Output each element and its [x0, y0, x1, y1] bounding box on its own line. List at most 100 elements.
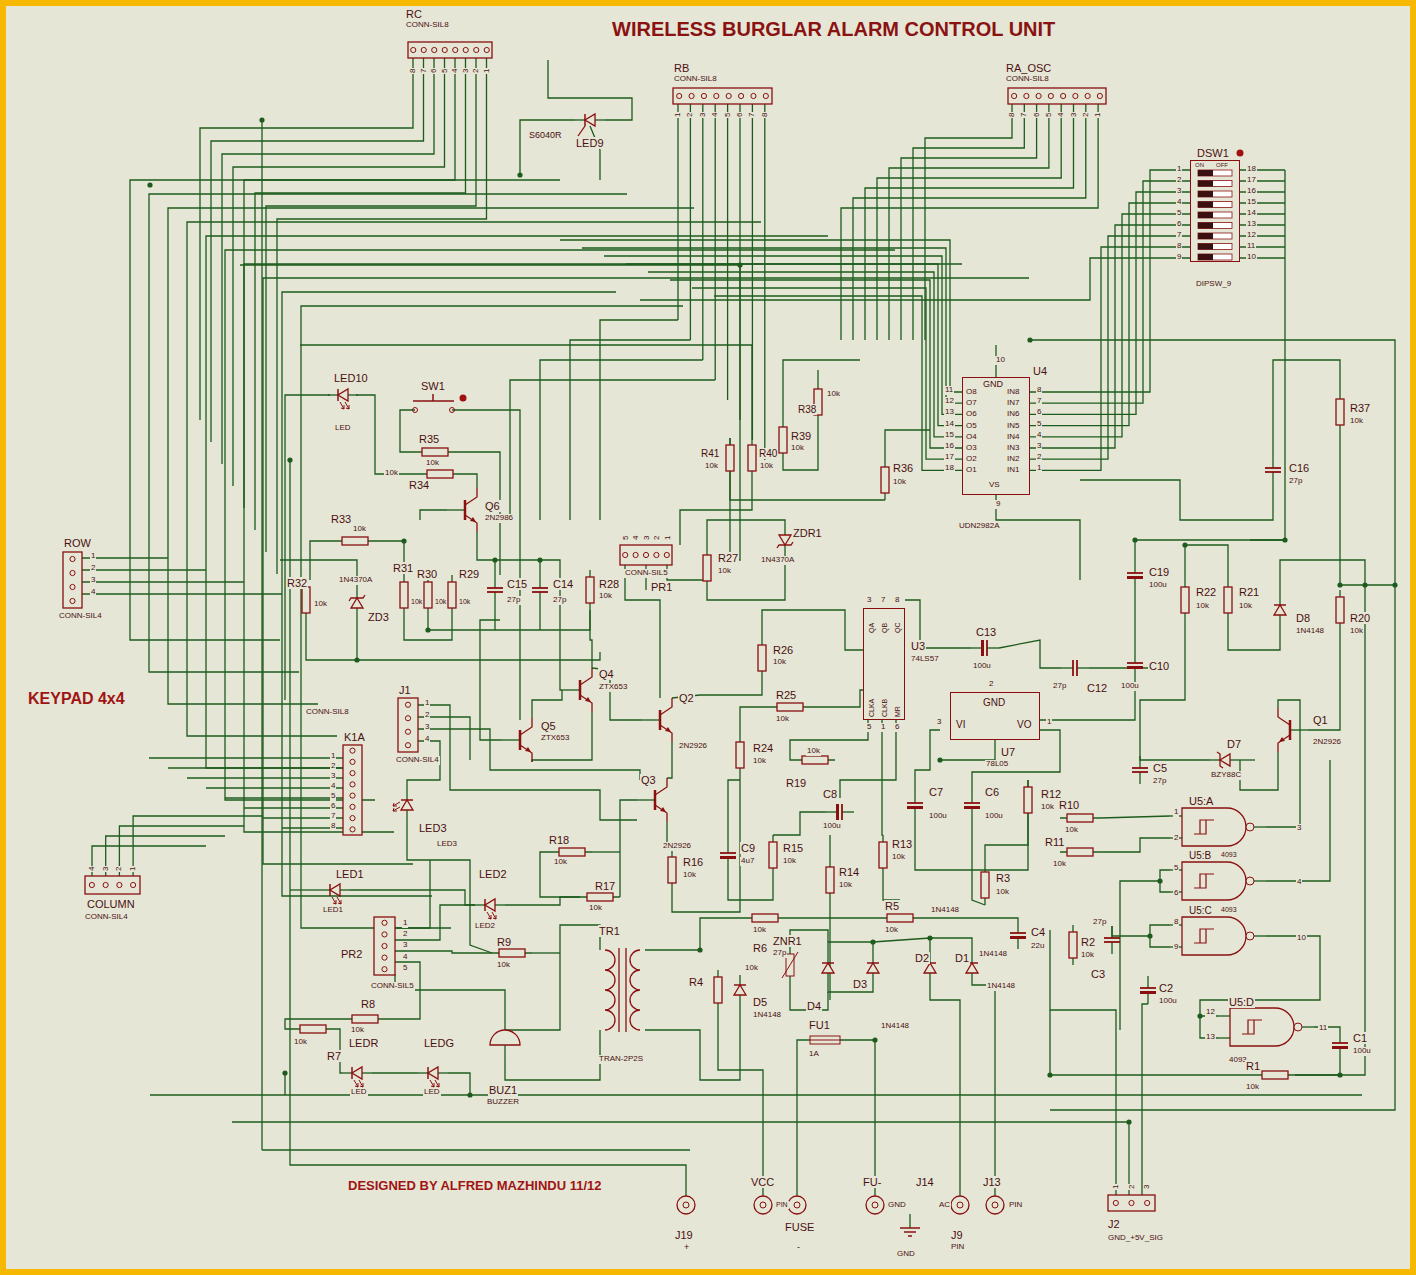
part-label: LED10	[333, 372, 369, 384]
switch-lever	[1198, 181, 1213, 187]
transistor-symbol	[562, 668, 592, 712]
part-label: R9	[496, 936, 512, 948]
value-label: LED	[334, 424, 352, 433]
capacitor-plate	[720, 852, 736, 854]
wire	[505, 925, 600, 1030]
value-label: CONN-SIL4	[58, 612, 103, 621]
part-label: R32	[286, 577, 308, 589]
electrolytic-capacitor	[1127, 651, 1143, 679]
connector-body	[1108, 1195, 1155, 1211]
value-label: 10k	[384, 469, 399, 478]
transistor-collector	[465, 488, 477, 505]
value-label: 9	[995, 500, 1001, 509]
wire	[448, 1073, 470, 1095]
wire	[865, 104, 1074, 340]
value-label: 10k	[1052, 860, 1067, 869]
part-label: U5:B	[1188, 850, 1212, 861]
part-label: U5:C	[1188, 905, 1213, 916]
capacitor-plate	[1265, 467, 1281, 469]
pin-number: 5	[622, 535, 631, 541]
value-label: GND_+5V_SIG	[1107, 1234, 1164, 1243]
value-label: 10k	[790, 444, 805, 453]
lead	[872, 973, 873, 983]
pin-name: IN7	[1007, 399, 1019, 408]
part-label: R1	[1245, 1060, 1261, 1072]
value-label: 1N4148	[880, 1022, 910, 1031]
wire	[828, 942, 873, 953]
pin-number: 5	[330, 792, 336, 801]
led-arrow	[430, 1080, 434, 1087]
diode-body	[575, 114, 605, 126]
wire	[883, 875, 900, 900]
pin-number: 3	[90, 576, 96, 585]
value-label: GND	[896, 1250, 916, 1259]
junction-dot	[927, 935, 932, 940]
value-label: 27p	[772, 949, 787, 958]
lead	[827, 973, 828, 983]
value-label: 10	[995, 356, 1006, 365]
pin-number: 2	[653, 535, 662, 541]
connector-body	[408, 42, 492, 58]
capacitor-body	[1132, 756, 1148, 784]
part-label: J14	[915, 1176, 935, 1188]
resistor-symbol	[880, 914, 920, 922]
part-label: R16	[682, 856, 704, 868]
wire	[418, 717, 470, 760]
wire	[1340, 432, 1395, 585]
pushbutton-symbol	[413, 394, 467, 413]
value-label: 27p	[1052, 682, 1067, 691]
wire	[764, 104, 765, 460]
resistor-body	[448, 582, 456, 608]
resistor-symbol	[420, 470, 460, 478]
transistor-emitter	[1278, 735, 1290, 752]
lead	[1077, 667, 1089, 668]
switch-slot	[1198, 233, 1232, 239]
pin-number: 6	[430, 68, 439, 74]
pin-number: 8	[761, 112, 770, 118]
wire	[187, 777, 343, 778]
wire	[149, 757, 343, 758]
diode-bar	[484, 899, 486, 911]
part-label: U7	[1000, 746, 1016, 758]
value-label: 10k	[1238, 602, 1253, 611]
transistor-collector	[580, 668, 592, 685]
value-label: 10k	[759, 462, 774, 471]
junction-dot	[1337, 1072, 1342, 1077]
value-label: TRAN-2P2S	[598, 1055, 644, 1064]
pin-number: 2	[424, 711, 430, 720]
pin-number: 4	[711, 112, 720, 118]
value-label: 10k	[1195, 602, 1210, 611]
connector-pin	[70, 584, 75, 589]
lead	[1147, 976, 1148, 988]
wire	[262, 1149, 690, 1150]
pin-number: 5	[402, 964, 408, 973]
pin-number: 13	[1246, 220, 1257, 229]
part-label: LED1	[335, 868, 365, 880]
lead	[1139, 756, 1140, 768]
pin-name: O2	[966, 455, 977, 464]
pin-number: 3	[1143, 1184, 1152, 1190]
wire	[532, 712, 592, 762]
pin-number: 8	[1008, 112, 1017, 118]
wire	[1030, 236, 1190, 459]
capacitor-body	[532, 576, 548, 604]
part-label: R6	[752, 942, 768, 954]
pin-number: 1	[880, 723, 886, 732]
value-label: 100u	[1352, 1047, 1372, 1056]
resistor-body	[748, 445, 756, 471]
connector-body	[343, 745, 362, 835]
value-label: 10k	[1080, 951, 1095, 960]
wire	[356, 618, 357, 660]
wire	[505, 1030, 600, 1080]
diode-symbol	[822, 953, 834, 983]
connector-pin	[350, 782, 355, 787]
connector-pin	[350, 827, 355, 832]
junction-dot	[1337, 582, 1342, 587]
part-label: R28	[598, 578, 620, 590]
connector-symbol	[408, 42, 492, 58]
value-label: 10k	[1349, 627, 1364, 636]
terminal-symbol	[866, 1196, 884, 1214]
led-symbol	[342, 1067, 372, 1087]
connector-body	[673, 88, 772, 104]
resistor-body	[559, 848, 585, 856]
